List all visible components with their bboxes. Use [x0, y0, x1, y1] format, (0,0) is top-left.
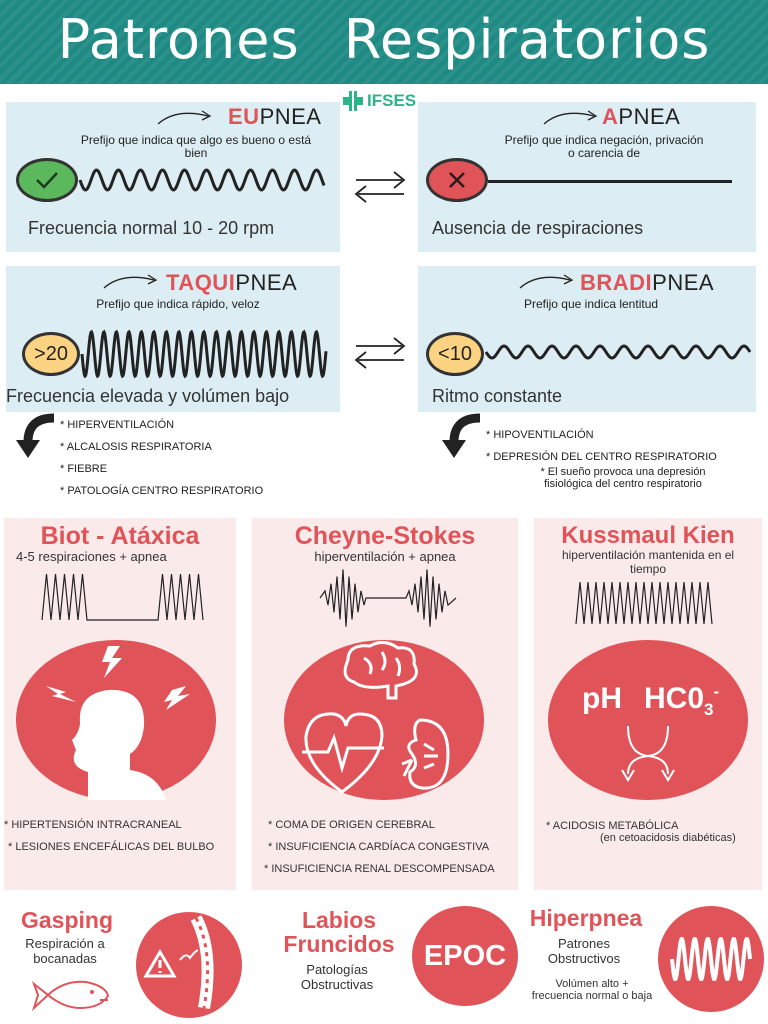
list-item: * DEPRESIÓN DEL CENTRO RESPIRATORIO: [486, 451, 717, 463]
kidney-icon: [401, 718, 450, 790]
epoc-circle: EPOC: [412, 906, 518, 1006]
list-item: * INSUFICIENCIA CARDÍACA CONGESTIVA: [268, 841, 490, 853]
wave-icon: [670, 937, 752, 981]
cheyne-items: * COMA DE ORIGEN CEREBRAL * INSUFICIENCI…: [264, 814, 495, 880]
taquipnea-badge: >20: [22, 332, 80, 376]
warning-icon: [143, 949, 177, 978]
kussmaul-panel: Kussmaul Kien hiperventilación mantenida…: [534, 518, 762, 890]
cheyne-sub: hiperventilación + apnea: [314, 549, 456, 564]
list-item: * INSUFICIENCIA RENAL DESCOMPENSADA: [264, 863, 495, 875]
kussmaul-item-note: (en cetoacidosis diabéticas): [600, 832, 736, 844]
taquipnea-bullets: * HIPERVENTILACIÓN * ALCALOSIS RESPIRATO…: [60, 414, 263, 502]
eupnea-caption: Frecuencia normal 10 - 20 rpm: [28, 218, 275, 238]
eupnea-desc: Prefijo que indica que algo es bueno o e…: [80, 133, 312, 160]
gasping-icon: [143, 915, 214, 1010]
fish-icon: [31, 980, 110, 1012]
apnea-card: APNEA Prefijo que indica negación, priva…: [418, 102, 756, 252]
swap-arrows-icon: [354, 171, 406, 203]
cheyne-title: Cheyne-Stokes: [294, 522, 476, 550]
cross-badge: [426, 158, 488, 202]
hiperpnea-note: Volúmen alto + frecuencia normal o baja: [531, 978, 653, 1002]
biot-circle: [16, 640, 216, 800]
eupnea-heading: EUPNEA: [228, 104, 322, 129]
curved-arrow-icon: [157, 110, 212, 125]
taquipnea-card: TAQUIPNEA Prefijo que indica rápido, vel…: [6, 266, 340, 412]
taquipnea-caption: Frecuencia elevada y volúmen bajo: [6, 386, 290, 406]
list-item: * HIPOVENTILACIÓN: [486, 429, 594, 441]
cheyne-wave: [319, 569, 457, 627]
apnea-desc: Prefijo que indica negación, privación o…: [504, 133, 704, 160]
curved-arrow-icon: [519, 274, 574, 289]
cheyne-circle: [284, 640, 484, 800]
biot-title: Biot - Atáxica: [40, 522, 200, 550]
labios-sub: Patologías Obstructivas: [300, 962, 374, 992]
organs-icon-group: [302, 641, 450, 794]
header-banner: Patrones Respiratorios: [0, 0, 768, 84]
cross-logo-icon: [343, 91, 363, 111]
kussmaul-title: Kussmaul Kien: [561, 522, 735, 549]
head-lightning-icon: [46, 646, 190, 800]
list-item: * HIPERTENSIÓN INTRACRANEAL: [4, 819, 182, 831]
bradipnea-note: * El sueño provoca una depresión fisioló…: [540, 466, 706, 490]
flat-line: [488, 180, 732, 183]
gasping-sub: Respiración a bocanadas: [25, 936, 105, 966]
swap-arrows-icon: [354, 337, 406, 369]
epoc-label: EPOC: [423, 940, 507, 972]
biot-items: * HIPERTENSIÓN INTRACRANEAL * LESIONES E…: [4, 814, 236, 858]
list-item: * LESIONES ENCEFÁLICAS DEL BULBO: [8, 841, 215, 853]
crossing-arrows-icon: [621, 726, 675, 782]
biot-sub: 4-5 respiraciones + apnea: [16, 549, 167, 564]
biot-panel: Biot - Atáxica 4-5 respiraciones + apnea…: [4, 518, 236, 890]
bradipnea-desc: Prefijo que indica lentitud: [523, 297, 659, 311]
bradipnea-wave: [484, 344, 752, 360]
list-item: * ALCALOSIS RESPIRATORIA: [60, 441, 212, 453]
cross-icon: [449, 172, 465, 188]
ph-label: pH: [582, 682, 622, 715]
bradipnea-card: BRADIPNEA Prefijo que indica lentitud <1…: [418, 266, 756, 412]
hco3-label: HC03-: [644, 682, 720, 719]
bradipnea-bullets: * HIPOVENTILACIÓN * DEPRESIÓN DEL CENTRO…: [486, 424, 717, 468]
list-item: * COMA DE ORIGEN CEREBRAL: [268, 819, 435, 831]
kussmaul-sub: hiperventilación mantenida en el tiempo: [561, 548, 735, 576]
cheyne-panel: Cheyne-Stokes hiperventilación + apnea *…: [252, 518, 518, 890]
taquipnea-heading: TAQUIPNEA: [166, 270, 298, 295]
curved-down-arrow-icon: [16, 413, 55, 458]
hiperpnea-title: Hiperpnea: [529, 905, 643, 931]
curved-arrow-icon: [543, 110, 598, 125]
apnea-heading: APNEA: [602, 104, 681, 129]
bradipnea-caption: Ritmo constante: [432, 386, 563, 406]
bradipnea-heading: BRADIPNEA: [580, 270, 715, 295]
labios-title: Labios Fruncidos: [283, 907, 395, 957]
curved-arrow-icon: [103, 274, 158, 289]
eupnea-card: EUPNEA Prefijo que indica que algo es bu…: [6, 102, 340, 252]
eupnea-wave: [78, 168, 326, 192]
heart-icon: [302, 712, 384, 794]
check-badge: [16, 158, 78, 202]
hiperpnea-sub: Patrones Obstructivos: [547, 936, 621, 966]
logo: IFSES: [342, 90, 416, 112]
list-item: * HIPERVENTILACIÓN: [60, 419, 175, 431]
curved-down-arrow-icon: [442, 413, 481, 458]
apnea-caption: Ausencia de respiraciones: [432, 218, 644, 238]
kussmaul-item: * ACIDOSIS METABÓLICA: [546, 820, 679, 832]
taquipnea-wave: [80, 329, 328, 379]
hiperpnea-circle: [658, 906, 764, 1012]
kussmaul-circle: pH HC03-: [548, 640, 748, 800]
check-icon: [36, 172, 58, 189]
bradipnea-badge: <10: [426, 332, 484, 376]
list-item: * FIEBRE: [60, 463, 108, 475]
brain-icon: [343, 641, 418, 700]
kussmaul-wave: [575, 581, 713, 625]
biot-wave: [41, 573, 204, 621]
taquipnea-desc: Prefijo que indica rápido, veloz: [96, 297, 260, 311]
gasping-title: Gasping: [20, 907, 113, 933]
gasping-circle: [136, 912, 242, 1018]
list-item: * PATOLOGÍA CENTRO RESPIRATORIO: [60, 485, 264, 497]
logo-text: IFSES: [367, 91, 417, 110]
page-title: Patrones Respiratorios: [57, 8, 711, 71]
